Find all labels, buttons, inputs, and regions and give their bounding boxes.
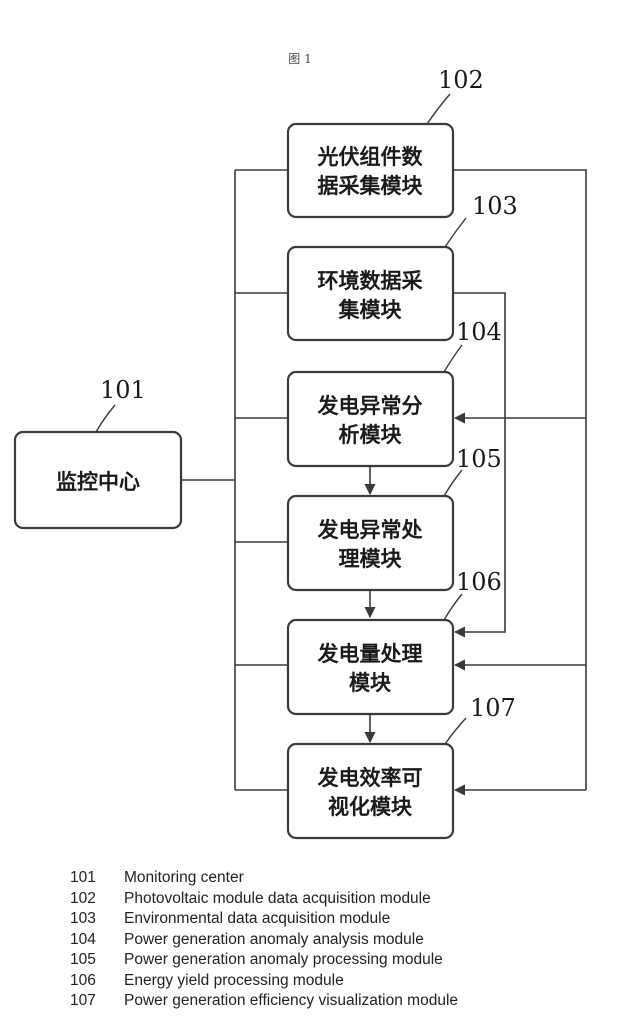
ref-num-104: 104 xyxy=(456,318,502,346)
box-104-line-1: 发电异常分 xyxy=(317,394,423,418)
box-106-energy-yield-processing: 发电量处理 模块 xyxy=(288,620,453,714)
legend-num: 105 xyxy=(70,950,124,971)
ref-num-107: 107 xyxy=(470,694,516,722)
ref-num-101: 101 xyxy=(100,376,146,404)
leader-105 xyxy=(444,470,462,496)
box-106-line-1: 发电量处理 xyxy=(317,642,423,666)
legend-item: 107Power generation efficiency visualiza… xyxy=(70,991,458,1012)
legend-text: Power generation anomaly analysis module xyxy=(124,931,424,948)
box-102-pv-data-acquisition: 光伏组件数 据采集模块 xyxy=(288,124,453,217)
legend-item: 104Power generation anomaly analysis mod… xyxy=(70,930,458,951)
leader-107 xyxy=(445,718,466,744)
box-106-line-2: 模块 xyxy=(349,671,392,695)
box-103-line-1: 环境数据采 xyxy=(318,269,423,293)
box-104-line-2: 析模块 xyxy=(339,423,403,447)
legend-item: 106Energy yield processing module xyxy=(70,971,458,992)
block-diagram: 图 1 监控中心 光伏组件数 据采集模块 环境数据采 xyxy=(0,0,619,860)
box-101-monitoring-center: 监控中心 xyxy=(15,432,181,528)
ref-num-106: 106 xyxy=(456,568,502,596)
leader-103 xyxy=(445,218,466,247)
legend-text: Energy yield processing module xyxy=(124,972,344,989)
legend: 101Monitoring center 102Photovoltaic mod… xyxy=(70,868,458,1012)
legend-num: 103 xyxy=(70,909,124,930)
legend-num: 107 xyxy=(70,991,124,1012)
box-102-line-2: 据采集模块 xyxy=(318,174,424,198)
figure-title: 图 1 xyxy=(288,52,311,66)
legend-text: Environmental data acquisition module xyxy=(124,910,390,927)
legend-num: 106 xyxy=(70,971,124,992)
box-103-line-2: 集模块 xyxy=(338,298,403,322)
legend-item: 105Power generation anomaly processing m… xyxy=(70,950,458,971)
box-105-line-1: 发电异常处 xyxy=(317,518,423,542)
ref-num-102: 102 xyxy=(438,66,484,94)
ref-num-105: 105 xyxy=(456,445,502,473)
box-104-anomaly-analysis: 发电异常分 析模块 xyxy=(288,372,453,466)
box-105-line-2: 理模块 xyxy=(339,547,403,571)
ref-num-103: 103 xyxy=(472,192,518,220)
leader-106 xyxy=(444,594,462,620)
box-107-line-1: 发电效率可 xyxy=(317,766,423,790)
box-103-environmental-data-acquisition: 环境数据采 集模块 xyxy=(288,247,453,340)
legend-item: 102Photovoltaic module data acquisition … xyxy=(70,889,458,910)
box-107-efficiency-visualization: 发电效率可 视化模块 xyxy=(288,744,453,838)
box-107-line-2: 视化模块 xyxy=(328,795,413,819)
legend-num: 104 xyxy=(70,930,124,951)
legend-text: Photovoltaic module data acquisition mod… xyxy=(124,890,431,907)
box-101-line-1: 监控中心 xyxy=(56,470,140,494)
legend-text: Power generation anomaly processing modu… xyxy=(124,951,443,968)
leader-104 xyxy=(444,345,462,372)
leader-101 xyxy=(96,405,115,432)
legend-item: 103Environmental data acquisition module xyxy=(70,909,458,930)
box-102-line-1: 光伏组件数 xyxy=(317,145,424,169)
legend-num: 101 xyxy=(70,868,124,889)
legend-text: Power generation efficiency visualizatio… xyxy=(124,992,458,1009)
box-105-anomaly-processing: 发电异常处 理模块 xyxy=(288,496,453,590)
legend-item: 101Monitoring center xyxy=(70,868,458,889)
leader-102 xyxy=(427,94,450,124)
legend-num: 102 xyxy=(70,889,124,910)
legend-text: Monitoring center xyxy=(124,869,244,886)
